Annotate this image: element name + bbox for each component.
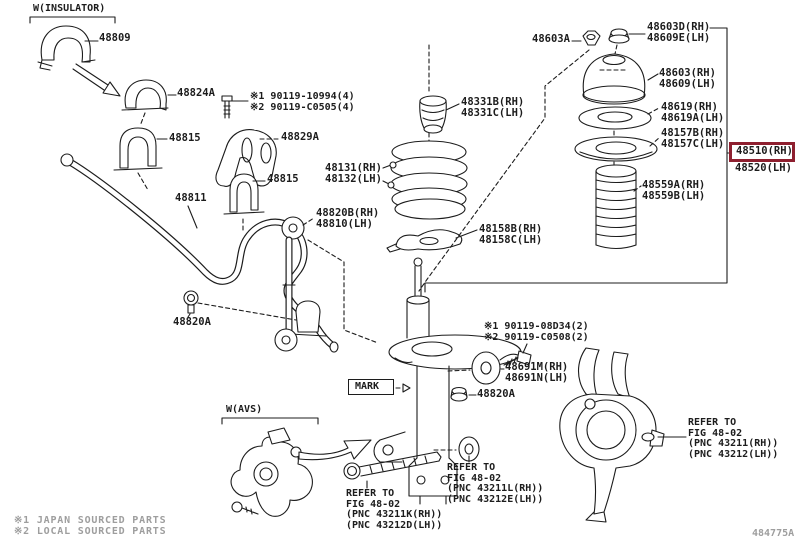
highlight-box-48510[interactable]: 48510(RH) [729,142,795,162]
callout-48815-mid[interactable]: 48815 [267,173,299,185]
stabilizer-bracket-48829A-drawing [215,129,280,187]
callout-48815-left[interactable]: 48815 [169,132,201,144]
nut-48820A-mid-drawing [450,386,477,402]
mark-arrow [395,383,411,393]
callout-48603[interactable]: 48603(RH) 48609(LH) [659,67,716,90]
fastener-bolt-icon-top [221,95,249,119]
insulator-note-bracket [29,16,116,24]
callout-48158B[interactable]: 48158B(RH) 48158C(LH) [479,223,543,246]
bolt-48691M-drawing [447,343,532,385]
refer-fig-mid[interactable]: REFER TO FIG 48-02 (PNC 43211L(RH)) (PNC… [447,462,544,505]
stabilizer-bushing-48809-drawing [37,25,99,71]
callout-48619[interactable]: 48619(RH) 48619A(LH) [661,101,725,124]
callout-48510-highlighted[interactable]: 48510(RH) [736,145,793,157]
bushing-clamp-48815-mid-drawing [223,173,266,232]
refer-left-bolt-drawing [343,451,442,489]
callout-48824A[interactable]: 48824A [177,87,215,99]
bushing-clamp-48815-left-drawing [113,127,168,191]
note-insulator: W(INSULATOR) [33,3,106,14]
callout-fastener-note-mid[interactable]: ※1 90119-08D34(2) ※2 90119-C0508(2) [484,321,589,343]
upper-insulator-48157B-drawing [574,136,661,167]
avs-note-bracket [221,417,319,425]
callout-48820A-left[interactable]: 48820A [173,316,211,328]
callout-fastener-note-top[interactable]: ※1 90119-10994(4) ※2 90119-C0505(4) [250,91,355,113]
callout-48809[interactable]: 48809 [99,32,131,44]
mark-label-box: MARK [348,379,394,395]
callout-48820A-mid[interactable]: 48820A [477,388,515,400]
callout-48157B[interactable]: 48157B(RH) 48157C(LH) [661,127,725,150]
callout-48603D[interactable]: 48603D(RH) 48609E(LH) [647,21,711,44]
callout-48131[interactable]: 48131(RH) 48132(LH) [325,162,382,185]
avs-pointer-arrow [298,439,372,461]
callout-48559A[interactable]: 48559A(RH) 48559B(LH) [642,179,706,202]
refer-fig-left[interactable]: REFER TO FIG 48-02 (PNC 43211K(RH)) (PNC… [346,488,443,531]
figure-code: 484775A [752,528,795,539]
callout-48603A[interactable]: 48603A [532,33,570,45]
stabilizer-link-48820B-drawing [274,216,379,352]
nut-48603D-drawing [608,28,646,55]
dust-boot-48559A-drawing [595,164,642,250]
bolt-48820A-left-drawing [183,290,297,321]
callout-48691M[interactable]: 48691M(RH) 48691N(LH) [505,361,569,384]
spring-seat-48158B-drawing [386,229,478,253]
callout-48811[interactable]: 48811 [175,192,207,204]
coil-spring-48131-drawing [382,44,468,220]
stabilizer-bushing-48824A-drawing [121,79,177,127]
callout-48331B[interactable]: 48331B(RH) 48331C(LH) [461,96,525,119]
callout-48820B[interactable]: 48820B(RH) 48810(LH) [316,207,380,230]
arrow-48809-to-48824A [72,63,121,97]
callout-48829A[interactable]: 48829A [281,131,319,143]
bearing-48619-drawing [578,106,660,137]
support-48603-drawing [582,53,659,105]
steering-knuckle-drawing [559,347,687,523]
spring-bumper-48331B-drawing [419,95,460,134]
note-avs: W(AVS) [226,404,263,415]
callout-48520[interactable]: 48520(LH) [735,162,792,174]
avs-knuckle-drawing [230,427,313,517]
refer-fig-right[interactable]: REFER TO FIG 48-02 (PNC 43211(RH)) (PNC … [688,417,779,460]
sourcing-footnotes: ※1 JAPAN SOURCED PARTS ※2 LOCAL SOURCED … [14,515,167,537]
nut-48603A-drawing [418,30,601,292]
refer-mid-bushing-drawing [433,436,480,463]
